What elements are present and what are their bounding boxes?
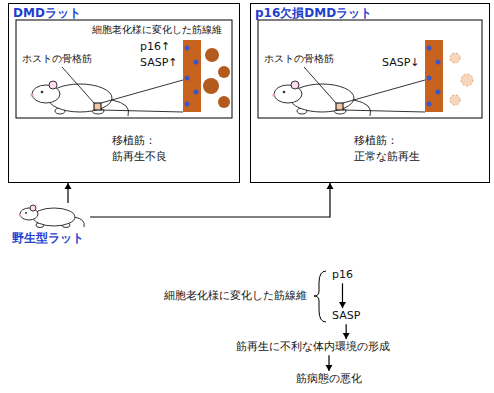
detail-frame [16, 20, 232, 118]
nuclei [427, 46, 441, 107]
node-text: 筋病態の悪化 [296, 372, 362, 386]
graft-label: 移植筋： [112, 134, 156, 148]
leader-line [62, 67, 94, 103]
node-text: SASP [332, 309, 360, 323]
node-text: 野生型ラット [8, 229, 88, 249]
zoom-line [101, 80, 183, 103]
marker-label: SASP↑ [140, 56, 178, 70]
muscle-fiber [183, 40, 201, 112]
flow-step: p16 [332, 268, 353, 282]
rat-wild-type [8, 203, 88, 229]
arrowhead [327, 183, 334, 189]
muscle-label: ホストの骨格筋 [22, 52, 92, 65]
arrowhead [326, 365, 333, 371]
node-text: p16 [332, 268, 353, 282]
connector-line [90, 183, 330, 217]
marker-label: p16↑ [140, 40, 170, 54]
bracket [314, 271, 326, 322]
flow-step: 筋病態の悪化 [296, 372, 362, 386]
node-text: 筋再生に不利な体内環境の形成 [236, 340, 390, 354]
node-text: DMDラット [9, 4, 239, 24]
result-label: 筋再生不良 [112, 150, 167, 164]
result-label: 正常な筋再生 [354, 150, 420, 164]
arrowhead [339, 302, 346, 308]
graft-label: 移植筋： [354, 134, 398, 148]
arrow-connector [326, 355, 333, 371]
flow-step: SASP [332, 309, 360, 323]
arrow-connector [90, 183, 334, 217]
node-text: p16欠損DMDラット [251, 4, 489, 24]
graft-site [336, 103, 343, 110]
leader-line [304, 67, 336, 103]
flow-step: 細胞老化様に変化した筋線維 [164, 289, 307, 303]
detail-frame [258, 20, 482, 118]
zoom-line [101, 110, 183, 112]
marker-label: SASP↓ [382, 56, 420, 70]
flow-step: 筋再生に不利な体内環境の形成 [236, 340, 390, 354]
arrow-connector [343, 324, 350, 339]
donor-rat: 野生型ラット [8, 203, 88, 249]
arrowhead [65, 183, 72, 189]
arrowhead [343, 333, 350, 339]
nuclei [185, 46, 199, 107]
graft-site [94, 103, 101, 110]
zoom-line [343, 80, 425, 103]
muscle-label: ホストの骨格筋 [264, 52, 334, 65]
zoom-line [343, 110, 425, 112]
muscle-fiber [425, 40, 443, 112]
fiber-label: 細胞老化様に変化した筋線維 [92, 23, 222, 36]
sasp-circles-reduced [450, 53, 473, 105]
arrow-connector [339, 283, 346, 308]
sasp-circles [203, 48, 230, 108]
arrow-connector [65, 183, 72, 203]
node-text: 細胞老化様に変化した筋線維 [164, 289, 307, 303]
